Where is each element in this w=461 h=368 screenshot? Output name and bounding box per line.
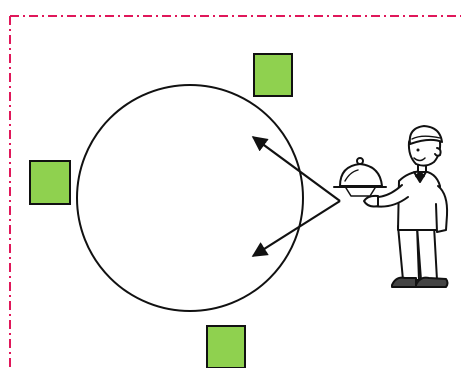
chair-top-right: [253, 53, 293, 97]
waiter-serving-cloche-icon: [333, 125, 449, 288]
round-table: [76, 84, 304, 312]
chair-bottom: [206, 325, 246, 368]
cloche-tray-icon: [333, 157, 387, 197]
diagram-border: [9, 15, 461, 368]
serving-arrow-lower: [251, 200, 341, 257]
chair-left: [29, 160, 71, 205]
serving-arrow-upper: [251, 136, 341, 202]
